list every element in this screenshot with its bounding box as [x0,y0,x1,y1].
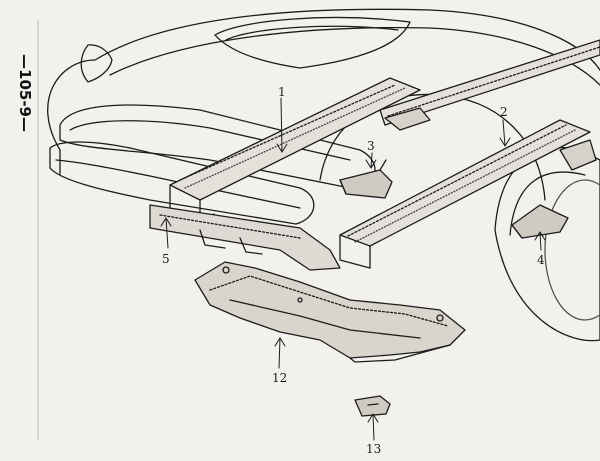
callout-3: 3 [367,139,375,153]
part-4-bracket [511,204,569,239]
leader-lines [160,97,546,441]
callout-1: 1 [278,85,286,99]
callout-2: 2 [500,105,508,119]
part-13-clip [354,395,391,417]
wheel-hub [544,179,600,321]
page-reference: —105-9— [15,54,34,132]
headlamp-left [80,44,113,83]
tyre-outer [494,146,600,342]
part-1-side-member [169,77,421,223]
bumper [49,141,315,225]
callout-13: 13 [366,442,382,456]
callout-4: 4 [537,253,545,267]
part-5-cross-member [149,204,341,271]
part-12-under-pan [194,261,466,363]
callout-5: 5 [162,252,170,266]
part-3-bracket [339,159,393,199]
hood-outline [94,8,600,71]
callout-12: 12 [272,371,288,385]
windshield-recess [214,16,411,69]
part-2-side-member [339,39,600,269]
